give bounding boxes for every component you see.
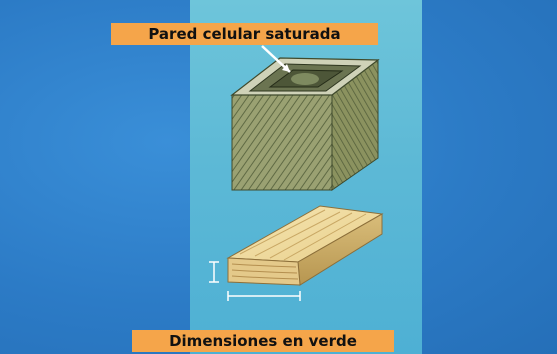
label-green-dimensions: Dimensiones en verde — [132, 330, 394, 352]
cell-wall-block — [230, 57, 380, 191]
label-pointer — [261, 45, 291, 73]
label-saturated-cell-wall: Pared celular saturada — [111, 23, 378, 45]
dimension-markers — [209, 261, 301, 301]
lumber-board — [226, 205, 384, 286]
